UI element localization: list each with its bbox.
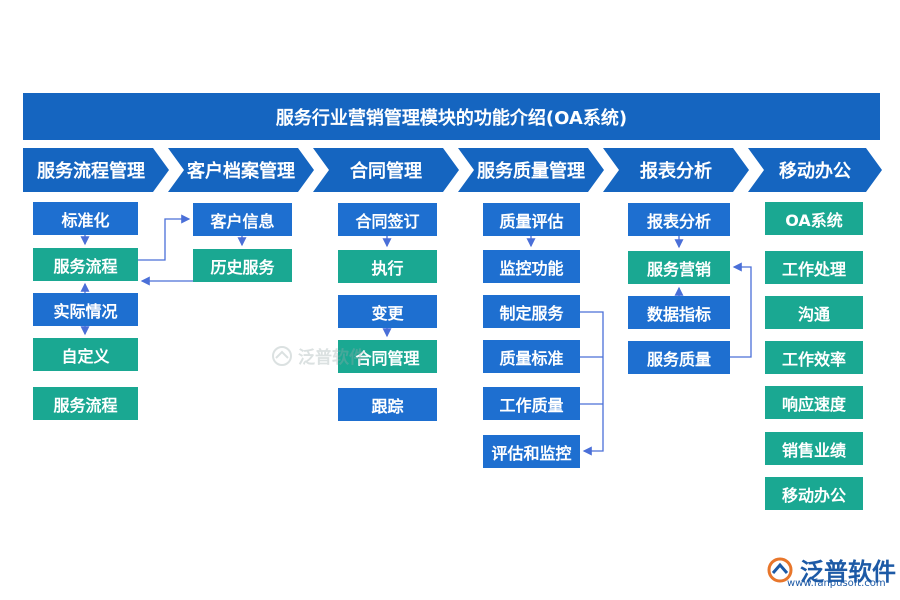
category-service-process: 服务流程管理 xyxy=(23,148,169,192)
node-monitoring: 监控功能 xyxy=(483,250,580,283)
brand-name: 泛普软件 xyxy=(800,558,896,586)
category-contract: 合同管理 xyxy=(313,148,459,192)
node-customer-info: 客户信息 xyxy=(193,203,292,236)
node-tracking: 跟踪 xyxy=(338,388,437,421)
node-make-service: 制定服务 xyxy=(483,295,580,328)
category-mobile: 移动办公 xyxy=(748,148,882,192)
node-work-efficiency: 工作效率 xyxy=(765,341,863,374)
node-standardization: 标准化 xyxy=(33,202,138,235)
node-data-indicators: 数据指标 xyxy=(628,296,730,329)
node-eval-monitor: 评估和监控 xyxy=(483,435,580,468)
watermark-text: 泛普软件 xyxy=(298,348,366,368)
node-communication: 沟通 xyxy=(765,296,863,329)
node-custom: 自定义 xyxy=(33,338,138,371)
node-service-flow: 服务流程 xyxy=(33,248,138,281)
category-customer-records: 客户档案管理 xyxy=(168,148,314,192)
watermark-logo-icon xyxy=(272,345,292,366)
node-response-speed: 响应速度 xyxy=(765,386,863,419)
node-oa-system: OA系统 xyxy=(765,202,863,235)
node-quality-assessment: 质量评估 xyxy=(483,203,580,236)
diagram-title: 服务行业营销管理模块的功能介绍(OA系统) xyxy=(23,93,880,140)
watermark: 泛普软件 xyxy=(270,343,366,368)
category-report: 报表分析 xyxy=(603,148,749,192)
node-contract-signing: 合同签订 xyxy=(338,203,437,236)
brand-logo-icon xyxy=(767,557,793,582)
node-mobile-office: 移动办公 xyxy=(765,477,863,510)
node-service-quality: 服务质量 xyxy=(628,341,730,374)
node-work-processing: 工作处理 xyxy=(765,251,863,284)
node-report-analysis: 报表分析 xyxy=(628,203,730,236)
node-service-marketing: 服务营销 xyxy=(628,251,730,284)
brand-url: www.fanpusoft.com xyxy=(787,578,886,589)
node-service-flow-2: 服务流程 xyxy=(33,387,138,420)
node-actual-situation: 实际情况 xyxy=(33,293,138,326)
node-execution: 执行 xyxy=(338,250,437,283)
node-history-service: 历史服务 xyxy=(193,249,292,282)
brand-logo: 泛普软件 xyxy=(766,552,896,587)
node-work-quality: 工作质量 xyxy=(483,387,580,420)
category-quality: 服务质量管理 xyxy=(458,148,604,192)
node-contract-mgmt: 合同管理 xyxy=(338,340,437,373)
node-sales-performance: 销售业绩 xyxy=(765,432,863,465)
node-change: 变更 xyxy=(338,295,437,328)
node-quality-standard: 质量标准 xyxy=(483,340,580,373)
